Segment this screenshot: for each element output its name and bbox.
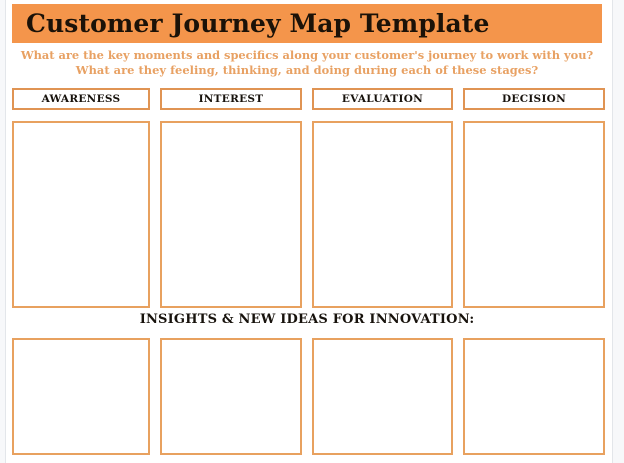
stage-label-text: EVALUATION xyxy=(341,92,424,105)
title-banner: Customer Journey Map Template xyxy=(12,4,602,43)
stage-box-interest[interactable] xyxy=(160,121,302,308)
stage-label-decision[interactable]: DECISION xyxy=(463,88,605,110)
subtitle-line-1: What are the key moments and specifics a… xyxy=(20,48,594,62)
insights-heading: INSIGHTS & NEW IDEAS FOR INNOVATION: xyxy=(139,312,475,327)
stage-label-text: DECISION xyxy=(501,92,566,105)
page-title: Customer Journey Map Template xyxy=(26,9,490,38)
stage-label-awareness[interactable]: AWARENESS xyxy=(12,88,150,110)
insights-box-evaluation[interactable] xyxy=(312,338,453,455)
stage-box-awareness[interactable] xyxy=(12,121,150,308)
subtitle-line-2: What are they feeling, thinking, and doi… xyxy=(75,63,539,77)
stage-box-evaluation[interactable] xyxy=(312,121,453,308)
stage-box-decision[interactable] xyxy=(463,121,605,308)
stage-label-text: INTEREST xyxy=(198,92,264,105)
stage-label-text: AWARENESS xyxy=(41,92,121,105)
insights-box-awareness[interactable] xyxy=(12,338,150,455)
stage-label-interest[interactable]: INTEREST xyxy=(160,88,302,110)
stage-label-evaluation[interactable]: EVALUATION xyxy=(312,88,453,110)
insights-box-interest[interactable] xyxy=(160,338,302,455)
template-canvas: Customer Journey Map Template What are t… xyxy=(6,0,612,463)
subtitle-block: What are the key moments and specifics a… xyxy=(12,48,602,78)
insights-box-decision[interactable] xyxy=(463,338,605,455)
